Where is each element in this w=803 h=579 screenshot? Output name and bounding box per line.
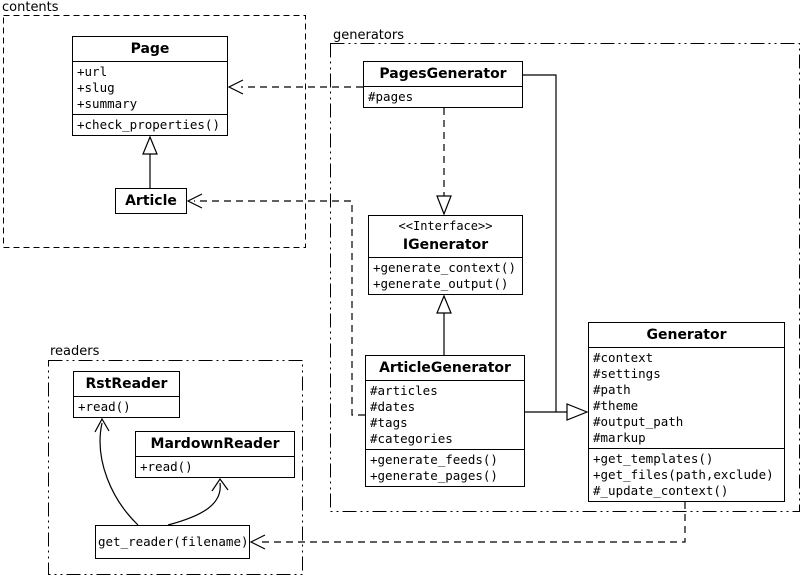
function-name-get-reader: get_reader(filename) [98,534,249,549]
dependency-pagesgenerator-to-page [227,79,363,95]
class-name-generator: Generator [646,327,727,343]
pagesgenerator-attributes: #pages [364,86,522,107]
package-border-contents [3,15,306,248]
class-name-articlegenerator: ArticleGenerator [379,360,511,376]
hollow-triangle [436,294,452,314]
articlegenerator-methods: +generate_feeds()+generate_pages() [366,449,524,486]
open-arrowhead [94,417,110,433]
member-line: +generate_context() [373,260,516,275]
member-line: #dates [370,399,416,414]
class-box-articlegenerator: ArticleGenerator #articles#dates#tags#ca… [365,355,525,487]
member-line: #pages [368,89,414,104]
package-label-contents: contents [2,0,59,15]
class-name-article: Article [125,193,177,209]
inheritance-generators-to-generator [523,74,589,421]
class-name-mardownreader: MardownReader [150,436,280,452]
member-line: #theme [593,398,639,413]
member-line: #markup [593,430,646,445]
class-box-mardownreader: MardownReader +read() [135,431,295,478]
package-label-readers: readers [50,344,100,359]
igenerator-methods: +generate_context()+generate_output() [369,257,522,294]
member-line: #path [593,382,631,397]
member-line: +get_templates() [593,451,714,466]
function-box-get-reader: get_reader(filename) [95,525,250,559]
member-line: #tags [370,415,408,430]
class-name-rstreader: RstReader [85,376,168,392]
igenerator-header: <<Interface>> IGenerator [369,216,522,257]
dependency-generator-to-get-reader [249,502,686,550]
arrow-get-reader-to-mardownreader [167,477,229,526]
page-methods: +check_properties() [73,114,227,135]
realization-pagesgenerator-to-igenerator [436,108,452,216]
member-line: #categories [370,431,453,446]
member-line: +url [77,64,108,79]
member-line: #articles [370,383,438,398]
member-line: +generate_feeds() [370,452,498,467]
hollow-triangle [436,195,452,216]
member-line: +summary [77,96,138,111]
class-name-page: Page [130,41,170,57]
rstreader-methods: +read() [74,396,179,417]
member-line: +generate_pages() [370,468,498,483]
member-line: +get_files(path,exclude) [593,467,774,482]
articlegenerator-attributes: #articles#dates#tags#categories [366,380,524,449]
class-box-generator: Generator #context#settings#path#theme#o… [588,322,785,502]
dependency-articlegenerator-to-article [186,193,365,416]
member-line: #context [593,350,654,365]
arrow-get-reader-to-rstreader [94,417,139,526]
class-name-igenerator: IGenerator [402,237,489,253]
package-border-readers [48,360,303,575]
generator-methods: +get_templates()+get_files(path,exclude)… [589,448,784,501]
class-box-igenerator: <<Interface>> IGenerator +generate_conte… [368,215,523,295]
package-border-generators [330,43,800,512]
class-box-pagesgenerator: PagesGenerator #pages [363,61,523,108]
class-box-article: Article [115,188,187,214]
member-line: +generate_output() [373,276,509,291]
member-line: #_update_context() [593,483,729,498]
class-box-page: Page +url+slug+summary +check_properties… [72,36,228,136]
member-line: +read() [140,459,193,474]
inheritance-article-to-page [142,135,158,188]
member-line: +slug [77,80,115,95]
class-box-rstreader: RstReader +read() [73,371,180,418]
hollow-triangle [142,135,158,155]
package-label-generators: generators [333,28,404,43]
open-arrowhead [249,534,266,550]
member-line: +read() [78,399,131,414]
open-arrowhead [186,193,203,209]
igenerator-stereotype: <<Interface>> [398,219,493,233]
open-arrowhead [211,477,229,492]
member-line: #settings [593,366,661,381]
member-line: +check_properties() [77,117,220,132]
realization-articlegenerator-to-igenerator [436,294,452,355]
mardownreader-methods: +read() [136,456,294,477]
member-line: #output_path [593,414,684,429]
open-arrowhead [227,79,244,95]
generator-attributes: #context#settings#path#theme#output_path… [589,347,784,448]
page-attributes: +url+slug+summary [73,61,227,114]
class-name-pagesgenerator: PagesGenerator [379,66,507,82]
hollow-triangle [566,403,589,421]
